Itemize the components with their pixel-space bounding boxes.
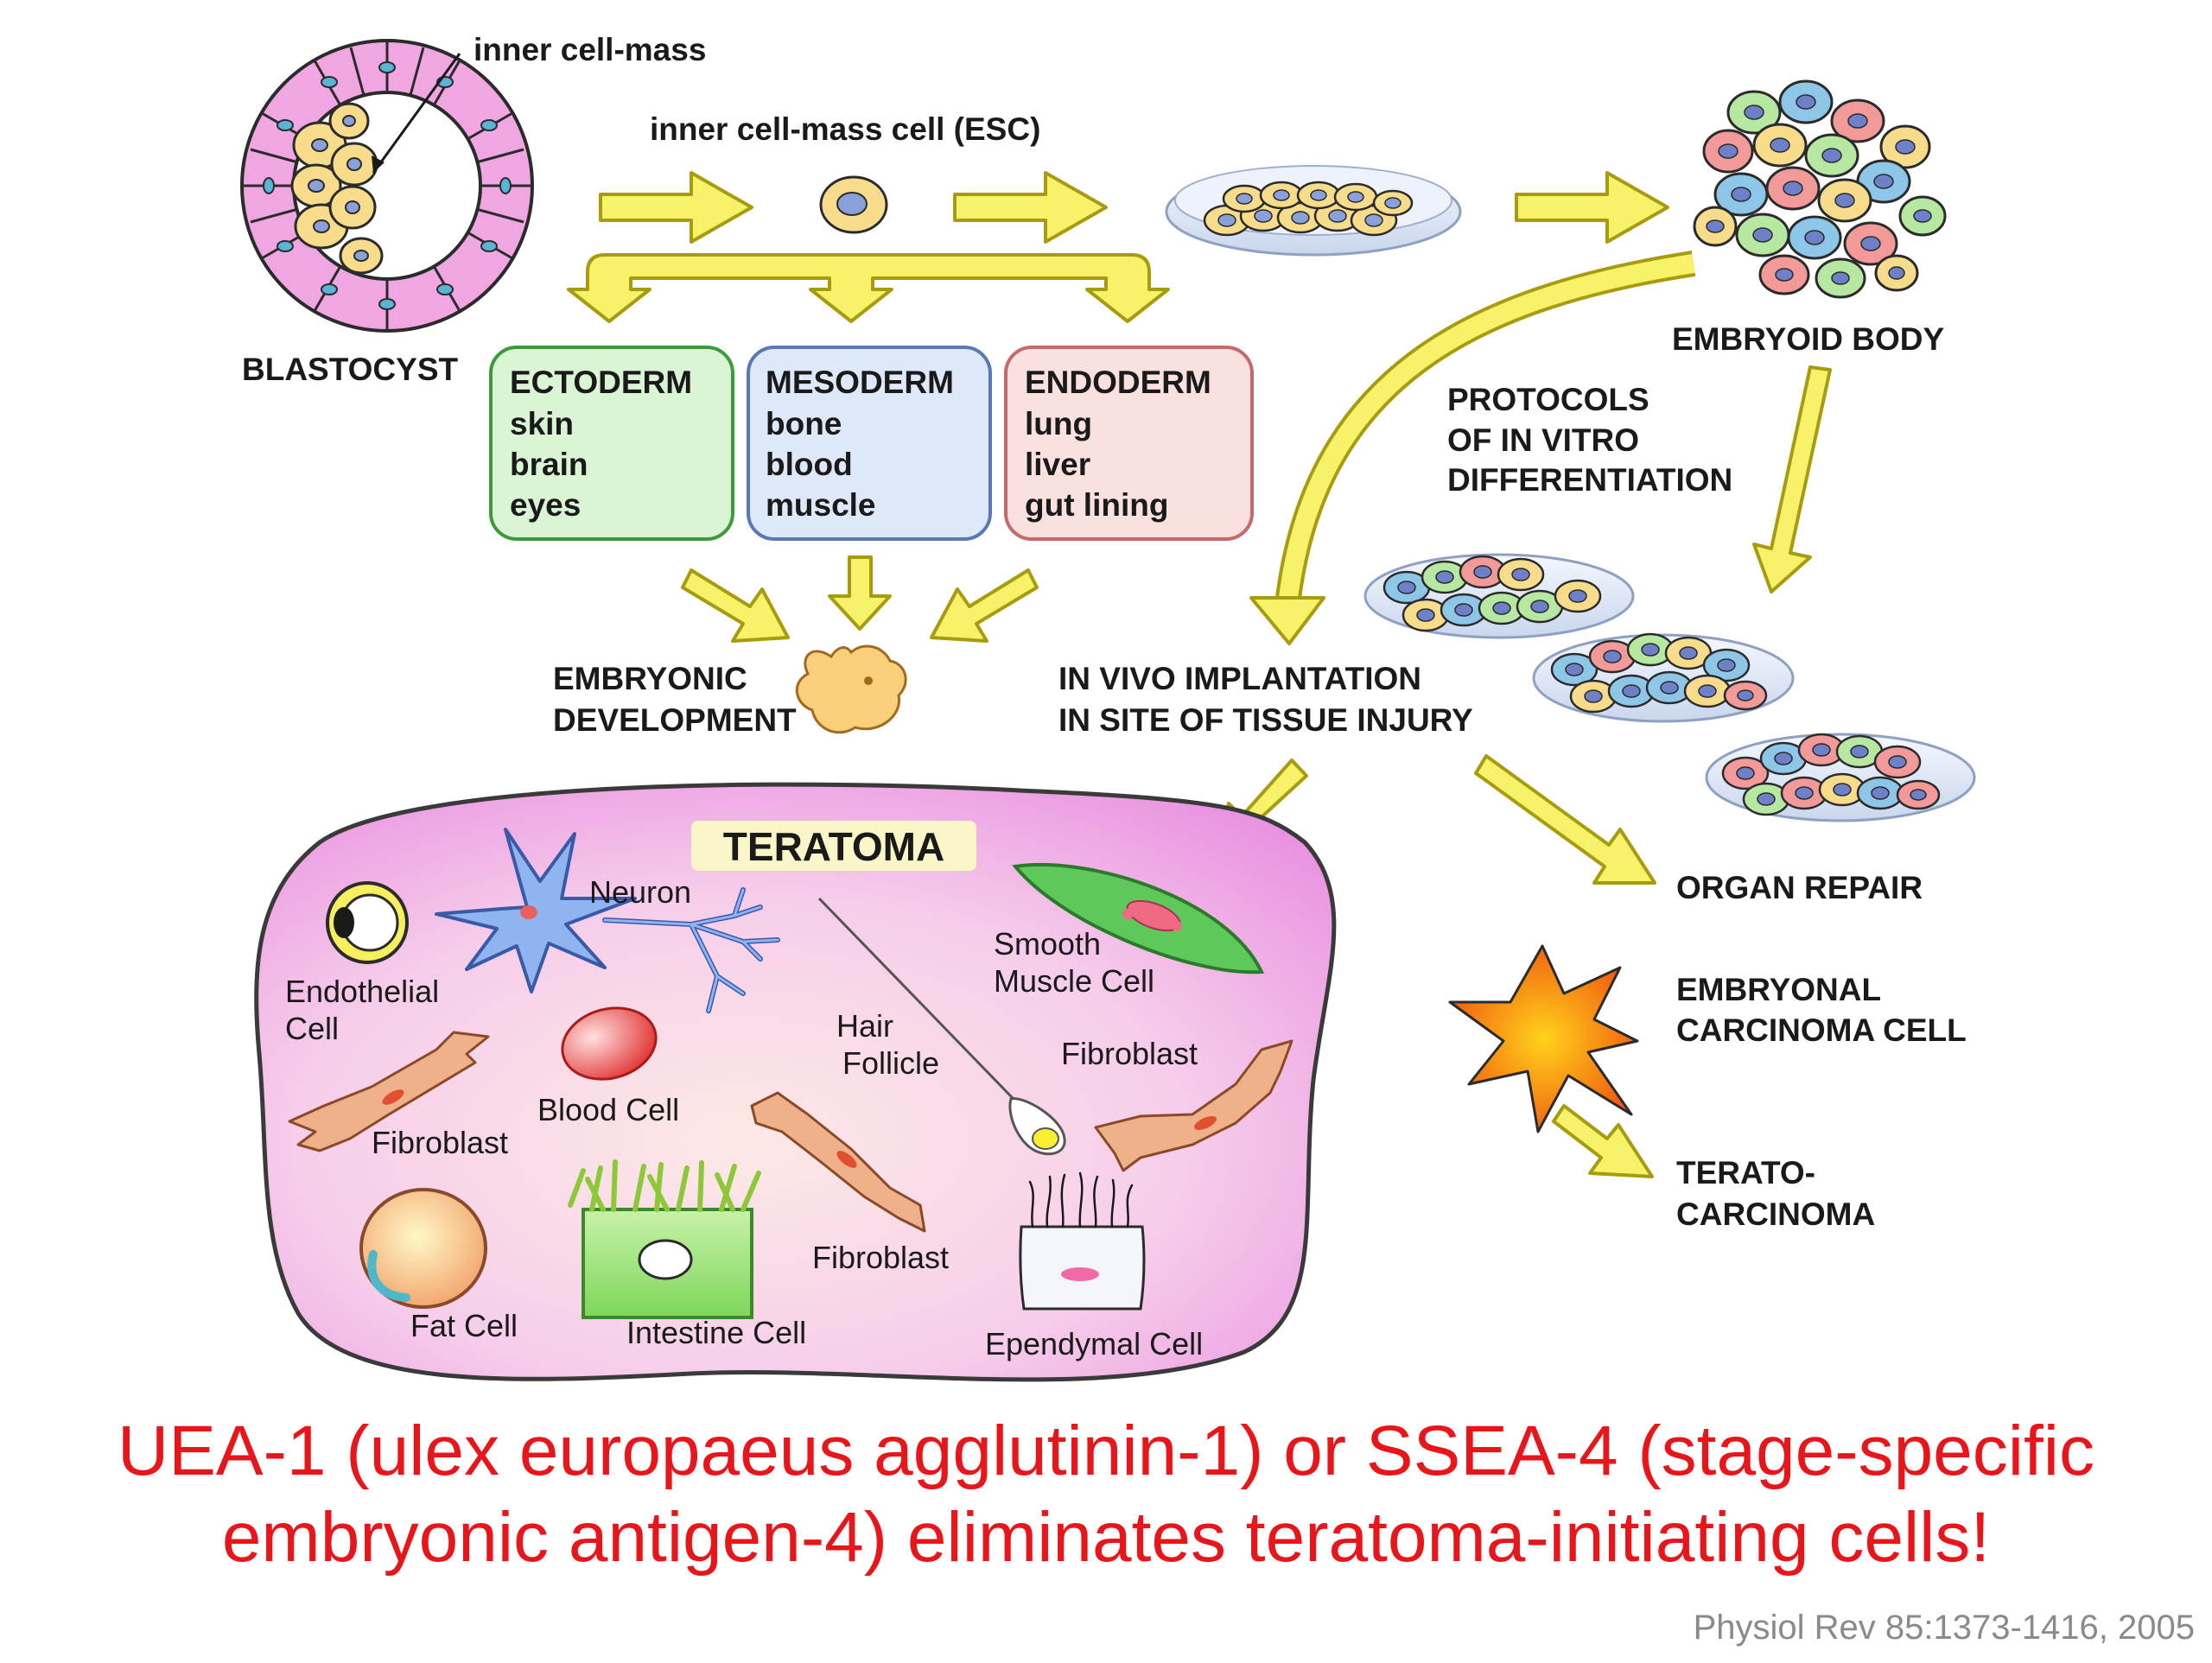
petri-dish-differentiated-2 xyxy=(1532,632,1795,723)
in-vivo-label: IN VIVO IMPLANTATION xyxy=(1058,661,1421,696)
protocols-label: DIFFERENTIATION xyxy=(1447,462,1732,498)
neuron-illustration xyxy=(435,828,780,1013)
endoderm-box: ENDODERM lung liver gut lining xyxy=(1004,346,1254,541)
fat-cell-illustration xyxy=(359,1188,487,1309)
hair-follicle-label: Follicle xyxy=(842,1045,939,1081)
petri-dish-esc-culture xyxy=(1165,165,1462,257)
embryonic-development-label: EMBRYONIC xyxy=(553,661,747,696)
in-vivo-label: IN SITE OF TISSUE INJURY xyxy=(1058,702,1473,738)
endoderm-item: gut lining xyxy=(1025,487,1168,523)
endothelial-label: Cell xyxy=(285,1011,339,1046)
teratoma-title: TERATOMA xyxy=(723,824,944,869)
fibroblast-left-illustration xyxy=(288,1031,490,1152)
embryonal-carcinoma-label: CARCINOMA CELL xyxy=(1676,1012,1967,1048)
arrow-ectoderm-to-development xyxy=(681,568,790,643)
arrow-group-top xyxy=(567,171,1832,1178)
esc-label: inner cell-mass cell (ESC) xyxy=(650,111,1040,147)
arrow-carcinoma-to-teratocarcinoma xyxy=(1552,1104,1654,1178)
ependymal-cell-label: Ependymal Cell xyxy=(985,1326,1203,1362)
arrow-esc-to-dish xyxy=(953,171,1108,244)
ectoderm-box: ECTODERM skin brain eyes xyxy=(489,346,734,541)
endoderm-item: liver xyxy=(1025,447,1090,482)
petri-dish-differentiated-3 xyxy=(1705,733,1976,822)
embryoid-body-label: EMBRYOID BODY xyxy=(1672,321,1945,357)
mesoderm-box: MESODERM bone blood muscle xyxy=(747,346,992,541)
inner-cell-mass-label: inner cell-mass xyxy=(474,32,706,67)
fibroblast-left-label: Fibroblast xyxy=(372,1125,508,1160)
blastocyst-illustration xyxy=(240,39,534,333)
endothelial-cell-illustration xyxy=(326,881,409,964)
fibroblast-right-label: Fibroblast xyxy=(1061,1036,1198,1071)
teratoma-title-badge: TERATOMA xyxy=(691,821,976,871)
mesoderm-item: blood xyxy=(766,447,853,482)
endoderm-item: lung xyxy=(1025,406,1092,441)
ectoderm-item: brain xyxy=(510,447,588,482)
arrow-endoderm-to-development xyxy=(930,568,1039,643)
arrow-invivo-to-organ-repair xyxy=(1474,754,1656,885)
organ-repair-label: ORGAN REPAIR xyxy=(1676,870,1923,905)
arrow-embryoid-to-invivo xyxy=(1249,251,1696,645)
teratocarcinoma-label: TERATO- xyxy=(1676,1155,1815,1190)
arrow-dish-to-embryoid xyxy=(1515,171,1669,244)
teratocarcinoma-label: CARCINOMA xyxy=(1676,1196,1875,1232)
neuron-label: Neuron xyxy=(589,874,691,910)
blood-cell-illustration xyxy=(561,1006,658,1081)
fibroblast-center-illustration xyxy=(750,1091,926,1233)
esc-cell xyxy=(819,175,888,234)
blastocyst-label: BLASTOCYST xyxy=(242,352,459,387)
fibroblast-right-illustration xyxy=(1094,1039,1294,1172)
hair-follicle-label: Hair xyxy=(836,1008,893,1044)
embryoid-body-cluster xyxy=(1693,79,1947,299)
ectoderm-item: eyes xyxy=(510,487,581,523)
intestine-cell-label: Intestine Cell xyxy=(626,1315,806,1350)
arrow-mesoderm-to-development xyxy=(828,555,892,631)
endoderm-title: ENDODERM xyxy=(1025,365,1211,400)
mesoderm-title: MESODERM xyxy=(766,365,954,400)
ectoderm-title: ECTODERM xyxy=(510,365,692,400)
embryonic-development-label: DEVELOPMENT xyxy=(553,702,797,738)
arrow-embryoid-to-protocols xyxy=(1752,365,1832,593)
intestine-cell-illustration xyxy=(568,1159,761,1319)
caption: UEA-1 (ulex europaeus agglutinin-1) or S… xyxy=(0,1408,2212,1581)
caption-line: embryonic antigen-4) eliminates teratoma… xyxy=(221,1498,1991,1577)
hair-follicle-illustration xyxy=(817,897,1066,1156)
smooth-muscle-label: Smooth xyxy=(994,926,1101,962)
protocols-label: PROTOCOLS xyxy=(1447,382,1649,417)
petri-dish-differentiated-1 xyxy=(1363,553,1635,639)
endothelial-label: Endothelial xyxy=(285,974,439,1009)
embryonal-carcinoma-label: EMBRYONAL xyxy=(1676,972,1881,1007)
ependymal-cell-illustration xyxy=(1019,1171,1146,1311)
smooth-muscle-label: Muscle Cell xyxy=(994,963,1154,999)
caption-line: UEA-1 (ulex europaeus agglutinin-1) or S… xyxy=(118,1412,2094,1490)
embryo-illustration xyxy=(795,644,907,734)
blood-cell-label: Blood Cell xyxy=(537,1092,679,1127)
arrow-blastocyst-to-esc xyxy=(599,171,753,244)
fat-cell-label: Fat Cell xyxy=(410,1308,518,1343)
protocols-label: OF IN VITRO xyxy=(1447,422,1639,458)
mesoderm-item: muscle xyxy=(766,487,876,523)
mesoderm-item: bone xyxy=(766,406,842,441)
citation: Physiol Rev 85:1373-1416, 2005 xyxy=(1693,1609,2195,1647)
smooth-muscle-cell-illustration xyxy=(1012,862,1265,974)
embryonal-carcinoma-star-icon xyxy=(1448,944,1639,1133)
fibroblast-center-label: Fibroblast xyxy=(812,1240,949,1275)
ectoderm-item: skin xyxy=(510,406,574,441)
arrow-esc-to-germ-layers xyxy=(567,253,1170,323)
